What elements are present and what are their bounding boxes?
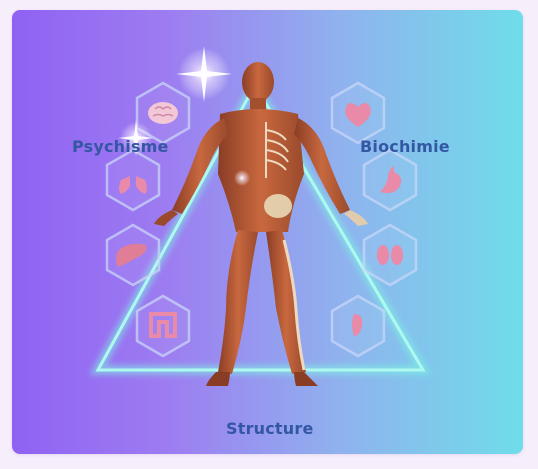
illustration-canvas bbox=[89, 46, 432, 386]
hexagon-icon-column-right bbox=[330, 81, 418, 358]
intestine-icon bbox=[135, 294, 191, 358]
label-biochimie: Biochimie bbox=[360, 137, 450, 156]
uterus-icon bbox=[330, 294, 386, 358]
brain-icon bbox=[135, 81, 191, 145]
heart-icon bbox=[330, 81, 386, 145]
liver-icon bbox=[105, 223, 161, 287]
lungs-icon bbox=[105, 148, 161, 212]
kidneys-icon bbox=[362, 223, 418, 287]
label-structure: Structure bbox=[226, 419, 314, 438]
triangle-outline bbox=[89, 74, 432, 375]
human-anatomy-figure bbox=[154, 62, 368, 386]
triangle-illustration-card: Psychisme Biochimie Structure bbox=[12, 10, 523, 454]
hexagon-icon-column-left bbox=[105, 81, 191, 358]
label-psychisme: Psychisme bbox=[72, 137, 169, 156]
sparkle-decoration bbox=[118, 46, 250, 186]
stomach-icon bbox=[362, 148, 418, 212]
